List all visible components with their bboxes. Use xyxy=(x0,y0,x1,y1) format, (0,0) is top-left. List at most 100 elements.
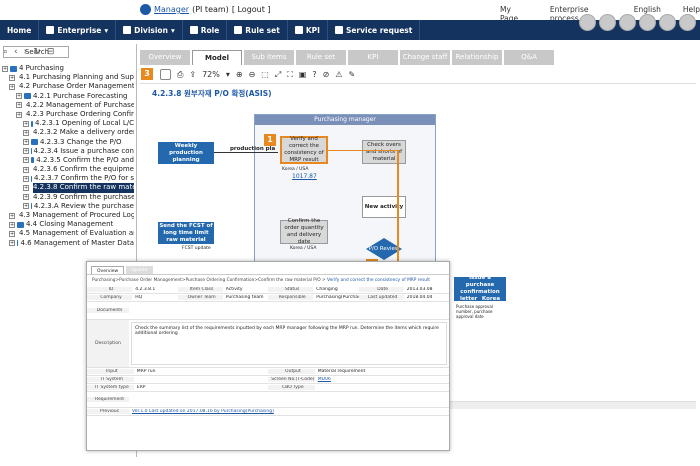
tree-item[interactable]: +4.4 Closing Management xyxy=(2,220,134,229)
tree-item[interactable]: +4.6 Management of Master Data xyxy=(2,239,134,248)
settings-icon[interactable] xyxy=(659,14,676,31)
expand-icon[interactable]: + xyxy=(9,212,15,219)
help-icon[interactable]: ? xyxy=(312,70,317,79)
expand-icon[interactable]: ⤢ xyxy=(274,69,282,79)
expand-icon[interactable]: + xyxy=(23,157,29,164)
tree-item[interactable]: +4.2.3.6 Confirm the equipme xyxy=(2,165,134,174)
tree-item[interactable]: +4.2.3.9 Confirm the purchase xyxy=(2,193,134,202)
tree-item[interactable]: +4.1 Purchasing Planning and Suppo xyxy=(2,73,134,82)
issue-po-box[interactable]: Issue a purchase confirmation letter _Ko… xyxy=(454,275,506,302)
expand-icon[interactable]: + xyxy=(23,203,29,210)
refresh-icon[interactable]: ↻ xyxy=(33,47,41,57)
verify-consistency-box[interactable]: Verify and correct the consistency of MR… xyxy=(280,136,328,164)
confirm-order-box[interactable]: Confirm the order quantity and delivery … xyxy=(280,218,328,245)
tab-relationship[interactable]: Relationship xyxy=(452,50,502,65)
search-input[interactable]: Search xyxy=(3,46,69,58)
tab-sub-items[interactable]: Sub items xyxy=(244,50,294,65)
tree-item[interactable]: +4.2.3.4 Issue a purchase con xyxy=(2,147,134,156)
tree-item[interactable]: +4.2 Purchase Order Management xyxy=(2,82,134,91)
expand-icon[interactable]: + xyxy=(23,120,29,127)
tree-item[interactable]: +4.5 Management of Evaluation and xyxy=(2,229,134,238)
expand-icon[interactable]: + xyxy=(9,83,15,90)
fullscreen-icon[interactable]: ⛶ xyxy=(287,69,293,79)
tree-item[interactable]: +4.2.3.3 Change the P/O xyxy=(2,138,134,147)
print-icon[interactable]: ⎙ xyxy=(176,69,184,79)
expand-icon[interactable]: + xyxy=(23,148,29,155)
chevron-down-icon[interactable]: ▾ xyxy=(225,70,230,79)
nav-role[interactable]: Role xyxy=(183,20,228,40)
verify-link[interactable]: 1017.87 xyxy=(292,173,317,180)
warning-icon[interactable]: ⚠ xyxy=(335,70,343,79)
tree-item[interactable]: +4.2.1 Purchase Forecasting xyxy=(2,92,134,101)
edit-icon[interactable]: ✎ xyxy=(348,70,356,79)
search-icon[interactable] xyxy=(619,14,636,31)
tree-item[interactable]: +4.2.3.2 Make a delivery order xyxy=(2,128,134,137)
help-link[interactable]: Help xyxy=(682,5,700,14)
nav-division[interactable]: Division▾ xyxy=(116,20,183,40)
tree-item[interactable]: +4.3 Management of Procured Logist xyxy=(2,211,134,220)
zoom-in-icon[interactable]: ⊕ xyxy=(235,70,243,79)
image-icon[interactable]: ▣ xyxy=(298,70,307,79)
expand-icon[interactable]: + xyxy=(23,175,29,182)
tab-rule-set[interactable]: Rule set xyxy=(296,50,346,65)
tree-item[interactable]: +4.2.3 Purchase Ordering Confirm xyxy=(2,110,134,119)
tree-item[interactable]: +4.2.2 Management of Purchase ( xyxy=(2,101,134,110)
expand-icon[interactable]: + xyxy=(23,194,29,201)
tab-change-staff[interactable]: Change staff xyxy=(400,50,450,65)
breadcrumb-link[interactable]: Verify and correct the consistency of MR… xyxy=(327,278,430,283)
nav-home[interactable]: Home xyxy=(0,20,40,40)
logout-link[interactable]: [ Logout ] xyxy=(231,5,271,14)
expand-icon[interactable]: + xyxy=(16,102,22,109)
expand-icon[interactable]: + xyxy=(2,65,8,72)
po-review-decision[interactable]: P/O Review xyxy=(366,238,402,260)
search-icon[interactable]: ⌕ xyxy=(3,47,9,57)
edit-icon[interactable] xyxy=(599,14,616,31)
zoom-level[interactable]: 72% xyxy=(202,70,220,79)
collapse-icon[interactable]: ⊟ xyxy=(46,47,55,57)
tab-kpi[interactable]: KPI xyxy=(348,50,398,65)
popup-tab-update[interactable]: Update xyxy=(126,266,153,274)
expand-icon[interactable]: + xyxy=(23,185,29,192)
previous-value[interactable]: Ver.1.0 Last updated on 2017.08.16 by Pu… xyxy=(132,409,274,414)
grid-icon[interactable] xyxy=(159,69,171,80)
expand-icon[interactable]: + xyxy=(23,139,29,146)
screen-value[interactable]: MD06 xyxy=(317,377,331,382)
nav-enterprise[interactable]: Enterprise▾ xyxy=(39,20,117,40)
nav-rule-set[interactable]: Rule set xyxy=(227,20,288,40)
expand-icon[interactable]: + xyxy=(9,74,15,81)
next-icon[interactable]: › xyxy=(23,47,28,57)
chat-icon[interactable] xyxy=(579,14,596,31)
popup-tab-overview[interactable]: Overview xyxy=(91,266,125,274)
tab-q-a[interactable]: Q&A xyxy=(504,50,554,65)
expand-icon[interactable]: + xyxy=(9,230,15,237)
tree-item[interactable]: +4.2.3.A Review the purchase xyxy=(2,202,134,211)
check-overs-box[interactable]: Check overs and shorts of material xyxy=(362,140,406,164)
print-icon[interactable] xyxy=(679,14,696,31)
expand-icon[interactable]: + xyxy=(23,166,29,173)
nav-service-request[interactable]: Service request xyxy=(328,20,421,40)
expand-icon[interactable]: + xyxy=(16,93,22,100)
new-activity-box[interactable]: New activity xyxy=(362,196,406,218)
expand-icon[interactable]: + xyxy=(23,129,29,136)
description-text[interactable]: Check the summary list of the requiremen… xyxy=(131,322,447,365)
user-name-link[interactable]: Manager xyxy=(154,5,190,14)
export-icon[interactable]: ⇪ xyxy=(189,70,197,79)
tab-model[interactable]: Model xyxy=(192,50,242,65)
zoom-out-icon[interactable]: ⊖ xyxy=(248,70,256,79)
send-fcst-box[interactable]: Send the FCST of long time limit raw mat… xyxy=(158,222,214,244)
expand-icon[interactable]: + xyxy=(16,111,22,118)
expand-icon[interactable]: + xyxy=(9,221,15,228)
tree-item[interactable]: +4 Purchasing xyxy=(2,64,134,73)
weekly-production-box[interactable]: Weekly production planning xyxy=(158,142,214,164)
enterprise-process-link[interactable]: Enterprise process xyxy=(549,5,589,23)
block-icon[interactable]: ⊘ xyxy=(322,70,330,79)
language-link[interactable]: English xyxy=(633,5,661,14)
tree-item[interactable]: +4.2.3.8 Confirm the raw mate xyxy=(2,183,134,193)
expand-icon[interactable]: + xyxy=(9,240,15,247)
nav-kpi[interactable]: KPI xyxy=(288,20,328,40)
tree-item[interactable]: +4.2.3.7 Confirm the P/O for s xyxy=(2,174,134,183)
copy-icon[interactable] xyxy=(639,14,656,31)
tree-item[interactable]: +4.2.3.5 Confirm the P/O and xyxy=(2,156,134,165)
fit-icon[interactable]: ⬚ xyxy=(261,70,269,79)
prev-icon[interactable]: ‹ xyxy=(14,47,18,57)
